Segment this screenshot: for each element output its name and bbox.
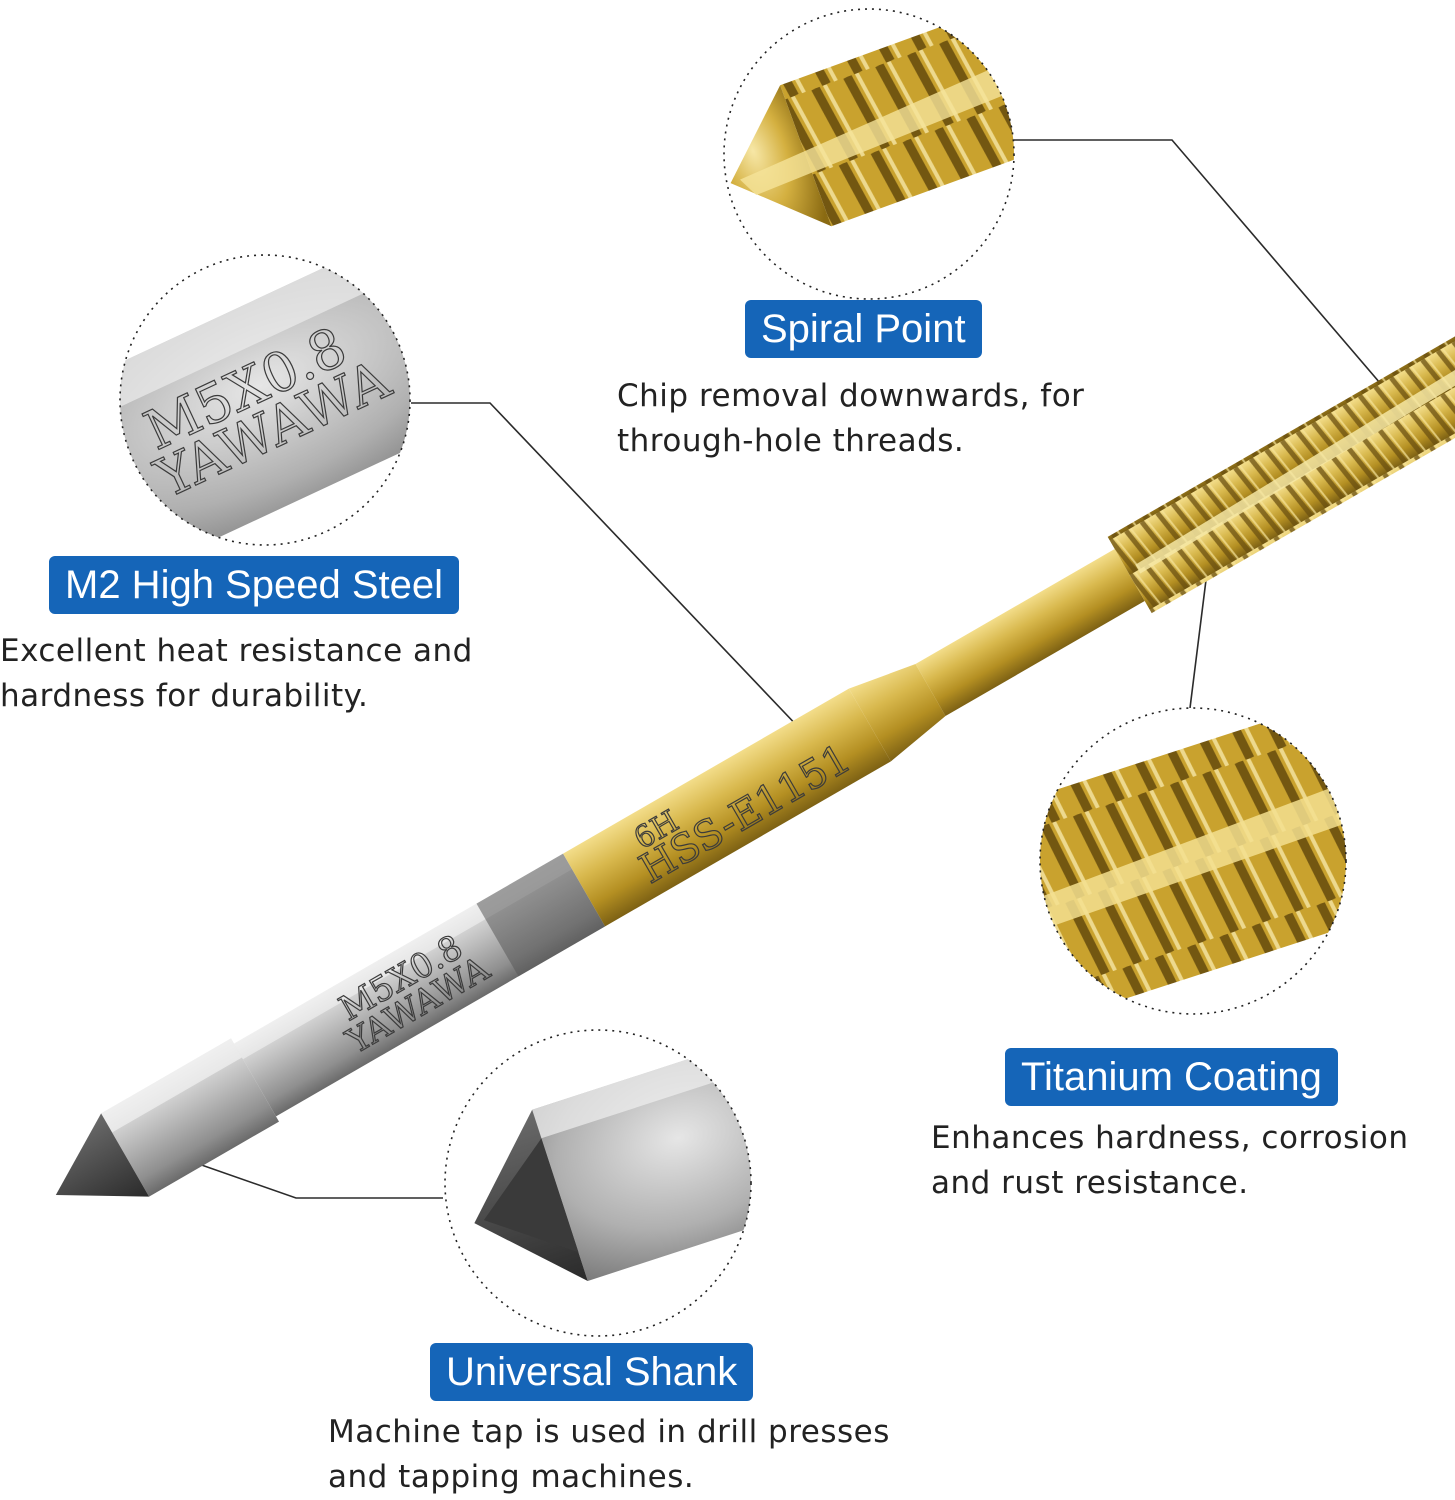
- titanium-coating-desc-line2: and rust resistance.: [931, 1165, 1249, 1201]
- steel-detail: M5X0.8 YAWAWA: [119, 254, 411, 546]
- titanium-coating-desc-line1: Enhances hardness, corrosion: [931, 1120, 1409, 1156]
- coating-detail: [1039, 707, 1347, 1015]
- shank-detail: [444, 1029, 752, 1337]
- universal-shank-desc-line2: and tapping machines.: [328, 1459, 695, 1495]
- m2-steel-desc-line1: Excellent heat resistance and: [0, 633, 473, 669]
- titanium-coating-badge: Titanium Coating: [1005, 1048, 1338, 1106]
- m2-steel-desc-line2: hardness for durability.: [0, 678, 369, 714]
- universal-shank-desc-line1: Machine tap is used in drill presses: [328, 1414, 890, 1450]
- spiral-point-detail: [723, 8, 1015, 300]
- spiral-point-badge: Spiral Point: [745, 300, 982, 358]
- tap-tool: M5X0.8 YAWAWA 6H HSS-E1151: [55, 316, 1455, 1197]
- spiral-point-desc-line1: Chip removal downwards, for: [617, 378, 1085, 414]
- m2-steel-badge: M2 High Speed Steel: [49, 556, 460, 614]
- universal-shank-badge: Universal Shank: [430, 1343, 754, 1401]
- spiral-point-desc-line2: through-hole threads.: [617, 423, 965, 459]
